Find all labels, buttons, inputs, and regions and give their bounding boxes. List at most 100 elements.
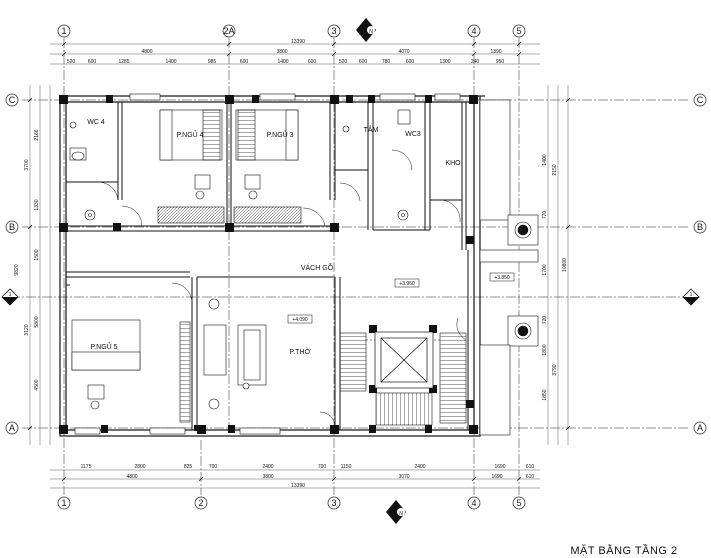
bottom-dimension-labels: 1175 2800 825 700 2400 700 1150 2400 169…: [81, 464, 535, 489]
dim-top-r3-13: 240: [471, 59, 480, 65]
dim-bot-r1-7: 2400: [414, 464, 425, 470]
dim-top-4: 1390: [490, 49, 501, 55]
balcony: [479, 99, 539, 436]
grid-label-2-bottom: 2: [198, 498, 203, 508]
room-label-bed5: P.NGỦ 5: [90, 342, 117, 351]
dim-left-outer-0: 3700: [24, 159, 30, 170]
beds: [71, 109, 299, 371]
grid-label-b-right: B: [697, 222, 703, 232]
dim-right-outer-2: 3790: [552, 364, 558, 375]
dim-top-r3-8: 520: [339, 59, 348, 65]
dim-left-inner-3: 5800: [34, 316, 40, 327]
dim-top-r3-6: 1400: [277, 59, 288, 65]
grid-label-4-top: 4: [471, 26, 476, 36]
grid-label-1-top: 1: [61, 26, 66, 36]
dim-left-outer-1: 3120: [24, 324, 30, 335]
dim-left-inner-2: 1500: [34, 249, 40, 260]
elevator: [374, 331, 434, 389]
room-label-wc4: WC 4: [87, 119, 105, 126]
svg-text:N: N: [369, 29, 373, 35]
dim-top-r3-11: 600: [406, 59, 415, 65]
dim-top-r3-4: 985: [208, 59, 217, 65]
svg-text:1: 1: [9, 292, 12, 298]
columns: [59, 95, 478, 434]
dim-left-inner-1: 1330: [34, 199, 40, 210]
dim-top-r3-14: 950: [496, 59, 505, 65]
svg-text:1: 1: [690, 292, 693, 298]
room-labels: WC 4 P.NGỦ 4 P.NGỦ 3 TẮM WC3 KHO P.NGỦ 5…: [87, 119, 461, 356]
windows: [74, 93, 461, 435]
level-label-b: +3.960: [399, 281, 415, 287]
dim-top-r3-7: 600: [308, 59, 317, 65]
dim-bot-r2-0: 4800: [126, 474, 137, 480]
left-dimension-labels: 3700 3120 9820 2166 1330 1500 5800 4500: [14, 129, 40, 390]
dim-top-r3-3: 1400: [165, 59, 176, 65]
grid-label-4-bottom: 4: [471, 498, 476, 508]
drawing-title: MẶT BẰNG TẦNG 2: [570, 544, 677, 557]
svg-text:N: N: [399, 511, 403, 517]
north-arrow-top: N: [356, 18, 376, 42]
dim-top-r3-12: 1300: [439, 59, 450, 65]
dim-bot-r1-4: 2400: [262, 464, 273, 470]
dim-bot-r1-8: 1690: [494, 464, 505, 470]
dim-right-inner-4: 1800: [542, 344, 548, 355]
dim-bot-r2-4: 610: [526, 474, 535, 480]
dim-bot-r1-3: 700: [209, 464, 218, 470]
dim-bot-r1-5: 700: [318, 464, 327, 470]
room-label-tam: TẮM: [364, 125, 379, 134]
dim-right-inner-5: 1850: [542, 389, 548, 400]
dim-bot-r1-0: 1175: [81, 464, 92, 470]
room-label-bed3: P.NGỦ 3: [266, 130, 293, 139]
grid-label-b-left: B: [9, 222, 15, 232]
dim-bot-r1-6: 1150: [341, 464, 352, 470]
dim-top-r3-5: 600: [240, 59, 249, 65]
grid-label-c-right: C: [697, 95, 704, 105]
grid-label-1-bottom: 1: [61, 498, 66, 508]
dim-top-r3-10: 780: [382, 59, 391, 65]
dim-right-inner-1: 770: [542, 211, 548, 220]
dim-bot-r1-1: 2800: [134, 464, 145, 470]
dim-top-r3-2: 1285: [118, 59, 129, 65]
north-arrow-bottom: N: [386, 500, 406, 524]
grid-label-a-left: A: [9, 423, 15, 433]
dim-right-outer-0: 10800: [562, 258, 568, 272]
dim-top-r3-9: 600: [359, 59, 368, 65]
dim-top-2: 3800: [276, 49, 287, 55]
grid-label-5-top: 5: [516, 26, 521, 36]
partition-label: VÁCH GỖ: [301, 263, 334, 272]
grid-label-a-right: A: [697, 423, 703, 433]
dim-left-inner-0: 2166: [34, 129, 40, 140]
dimension-lines: [29, 43, 569, 489]
dim-right-inner-2: 1700: [542, 264, 548, 275]
dim-left-outer-2: 9820: [14, 264, 20, 275]
dim-left-inner-4: 4500: [34, 379, 40, 390]
door-swings: [97, 149, 467, 428]
interior-walls: [66, 102, 475, 430]
dimension-ticks: [27, 41, 571, 482]
grid-bubbles: [5, 24, 707, 510]
room-label-kho: KHO: [445, 160, 461, 167]
grid-label-3-top: 3: [331, 26, 336, 36]
dim-top-total: 13390: [291, 39, 305, 45]
grid-label-c-left: C: [9, 95, 16, 105]
level-label-a: +4.090: [292, 317, 308, 323]
grid-lines: [10, 38, 700, 495]
dim-bot-r1-2: 825: [184, 464, 193, 470]
grid-label-3-bottom: 3: [331, 498, 336, 508]
room-label-wc3: WC3: [405, 131, 421, 138]
room-label-worship: P.THỜ: [289, 347, 310, 356]
dim-top-3: 4070: [398, 49, 409, 55]
level-markers: [287, 272, 515, 324]
dim-top-r3-0: 520: [67, 59, 76, 65]
furniture-details: [87, 109, 267, 410]
dim-bot-r2-3: 1690: [491, 474, 502, 480]
level-label-c: +3.850: [494, 275, 510, 281]
sanitary-fixtures: [69, 109, 411, 221]
top-dimension-labels: 13390 4800 3800 4070 1390 520 600 1285 1…: [67, 39, 505, 65]
dim-bot-total: 13390: [291, 483, 305, 489]
dim-right-inner-3: 720: [542, 316, 548, 325]
grid-label-2a-top: 2A: [223, 26, 234, 36]
section-mark-left: 1: [1, 288, 19, 306]
dim-top-r3-1: 600: [88, 59, 97, 65]
